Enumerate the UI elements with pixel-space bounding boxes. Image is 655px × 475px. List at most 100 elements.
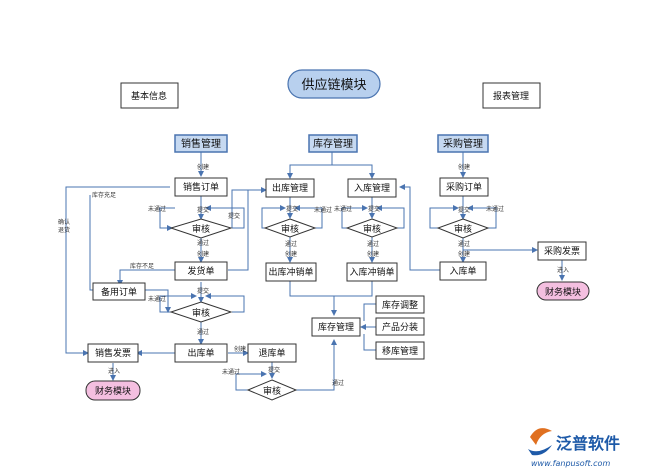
svg-text:库存管理: 库存管理 [318, 321, 354, 333]
svg-text:采购管理: 采购管理 [443, 137, 483, 150]
nodes: 供应链模块 基本信息 报表管理 销售管理 库存管理 采购管理 销售订单 [85, 69, 590, 401]
edge-review-fail-1 [159, 207, 175, 231]
svg-text:审核: 审核 [263, 385, 281, 397]
outbound-mgmt-node: 出库管理 [265, 178, 315, 198]
label-create-1: 创建 [197, 163, 209, 171]
edge-return-review-fail [235, 371, 267, 391]
edge-inv-to-inmgmt [332, 164, 375, 179]
brand-name: 泛普软件 [556, 434, 620, 453]
purchase-mgmt-header: 采购管理 [437, 134, 489, 153]
page-title: 供应链模块 [301, 77, 366, 93]
svg-text:财务模块: 财务模块 [95, 385, 131, 397]
label-submit-3: 提交 [268, 366, 280, 374]
label-create-6: 创建 [458, 163, 470, 171]
edge-inoffset-to-center [334, 281, 373, 297]
brand-mark-icon [528, 428, 552, 456]
label-submit-4: 提交 [286, 205, 298, 213]
edge-review-submit-1 [205, 205, 245, 229]
svg-text:审核: 审核 [281, 223, 299, 235]
label-submit-5: 提交 [368, 205, 380, 213]
title-node: 供应链模块 [287, 69, 381, 99]
label-passed-4: 通过 [285, 240, 297, 248]
review-node-4: 审核 [263, 218, 317, 238]
svg-text:审核: 审核 [363, 223, 381, 235]
svg-text:入库单: 入库单 [449, 265, 476, 277]
edge-outreview-fail [261, 205, 286, 229]
label-submit-side-1: 提交 [228, 212, 240, 220]
edge-return-review-pass [296, 339, 337, 391]
label-passed-5: 通过 [367, 240, 379, 248]
outbound-offset-node: 出库冲销单 [265, 262, 317, 282]
svg-text:产品分装: 产品分装 [382, 321, 418, 333]
label-create-2: 创建 [197, 250, 209, 258]
edge-outoffset-to-center [289, 281, 337, 316]
sales-order-node: 销售订单 [174, 177, 228, 197]
svg-text:报表管理: 报表管理 [493, 90, 529, 102]
sales-mgmt-header: 销售管理 [174, 134, 228, 153]
label-passed-3: 通过 [332, 379, 344, 387]
edge-inbound-to-inmgmt [399, 184, 440, 271]
label-not-passed-6: 未通过 [486, 205, 504, 213]
svg-text:备用订单: 备用订单 [101, 286, 137, 298]
purchase-order-node: 采购订单 [439, 177, 489, 197]
label-passed-1: 通过 [197, 239, 209, 247]
edge-labels: 创建 提交 未通过 通过 创建 提交 库存不足 提交 未通过 通过 创建 进入 … [58, 163, 569, 387]
inbound-mgmt-node: 入库管理 [347, 178, 397, 198]
svg-text:移库管理: 移库管理 [382, 345, 418, 357]
inbound-offset-node: 入库冲销单 [346, 262, 398, 282]
edge-inreview-submit [376, 205, 405, 229]
inventory-adjust-node: 库存调整 [375, 295, 425, 314]
svg-text:销售发票: 销售发票 [95, 347, 131, 359]
edge-ship-to-outmgmt [228, 190, 249, 271]
label-passed-2: 通过 [197, 328, 209, 336]
review-node-2: 审核 [169, 301, 233, 323]
label-not-passed-5: 未通过 [334, 205, 352, 213]
edge-inreview-fail [341, 205, 368, 229]
label-passed-6: 通过 [458, 240, 470, 248]
label-submit-2: 提交 [197, 287, 209, 295]
edge-inv-to-outmgmt [287, 152, 333, 179]
svg-text:销售订单: 销售订单 [183, 181, 219, 193]
svg-text:出库管理: 出库管理 [272, 182, 308, 194]
label-confirm-return-1: 确认 [58, 218, 70, 226]
basic-info-box: 基本信息 [120, 82, 179, 109]
edge-stock-sufficient [89, 195, 93, 291]
edge-outreview-submit [294, 205, 323, 229]
svg-text:采购发票: 采购发票 [544, 245, 580, 257]
label-not-passed-4: 未通过 [314, 206, 332, 214]
label-submit-6: 提交 [458, 206, 470, 214]
label-insufficient-stock: 库存不足 [130, 262, 154, 270]
svg-text:出库单: 出库单 [187, 347, 214, 359]
edge-preview-fail [429, 205, 459, 229]
backup-order-node: 备用订单 [92, 282, 146, 301]
report-mgmt-box: 报表管理 [482, 82, 541, 109]
edge-adjust-to-center [363, 303, 376, 321]
label-not-passed-2: 未通过 [148, 295, 166, 303]
inbound-order-node: 入库单 [439, 261, 487, 281]
svg-text:销售管理: 销售管理 [181, 137, 221, 150]
outbound-order-node: 出库单 [174, 343, 228, 363]
label-create-7: 创建 [458, 250, 470, 258]
svg-text:库存管理: 库存管理 [313, 137, 353, 150]
label-not-passed-3: 未通过 [222, 368, 240, 376]
svg-text:出库冲销单: 出库冲销单 [268, 266, 313, 278]
edge-preview-submit [467, 205, 497, 229]
label-stock-sufficient: 库存充足 [92, 191, 116, 199]
svg-text:审核: 审核 [454, 223, 472, 235]
label-create-4: 创建 [285, 250, 297, 258]
review-node-5: 审核 [345, 218, 399, 238]
svg-text:发货单: 发货单 [187, 265, 214, 277]
label-enter-2: 进入 [557, 266, 569, 274]
edge-order-to-invoice [65, 186, 170, 356]
sales-invoice-node: 销售发票 [87, 343, 139, 363]
label-enter-1: 进入 [108, 367, 120, 375]
svg-text:库存调整: 库存调整 [382, 299, 418, 311]
brand-url: www.fanpusoft.com [531, 459, 610, 468]
flow-edges [65, 152, 565, 391]
finance-module-node-1: 财务模块 [85, 380, 141, 401]
edge-review2-fail [159, 293, 197, 313]
inventory-mgmt-header: 库存管理 [308, 134, 358, 153]
svg-text:采购订单: 采购订单 [446, 181, 482, 193]
product-split-node: 产品分装 [375, 317, 425, 336]
